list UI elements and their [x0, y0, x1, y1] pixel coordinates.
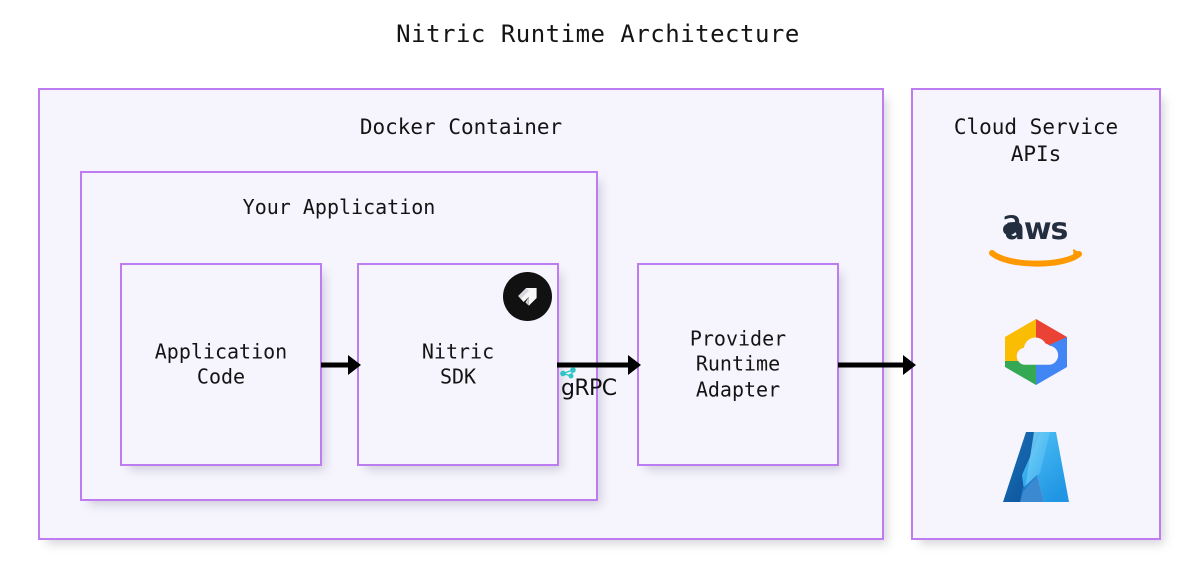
azure-logo-icon [913, 424, 1159, 510]
provider-runtime-adapter-box: Provider Runtime Adapter [637, 263, 839, 466]
application-code-label: Application Code [154, 338, 288, 389]
your-application-label: Your Application [242, 195, 436, 219]
cloud-service-apis-box: Cloud Service APIs aws [911, 88, 1161, 540]
provider-runtime-adapter-label: Provider Runtime Adapter [689, 326, 787, 402]
page-title: Nitric Runtime Architecture [396, 20, 800, 48]
grpc-wordmark: gRPC [561, 376, 617, 400]
application-code-box: Application Code [120, 263, 322, 466]
cloud-service-apis-label: Cloud Service APIs [953, 115, 1119, 166]
arrow-provider-adapter-to-cloud-apis [838, 352, 916, 378]
docker-container-label: Docker Container [359, 115, 563, 139]
google-cloud-logo-icon [913, 312, 1159, 392]
nitric-sdk-label: Nitric SDK [421, 338, 495, 389]
arrow-nitric-sdk-to-provider-adapter [557, 352, 641, 378]
grpc-label: gRPC [560, 366, 640, 401]
nitric-logo-icon [503, 272, 552, 321]
arrow-application-code-to-nitric-sdk [321, 352, 361, 378]
svg-text:aws: aws [1005, 212, 1068, 247]
aws-logo-icon: aws [913, 200, 1159, 280]
